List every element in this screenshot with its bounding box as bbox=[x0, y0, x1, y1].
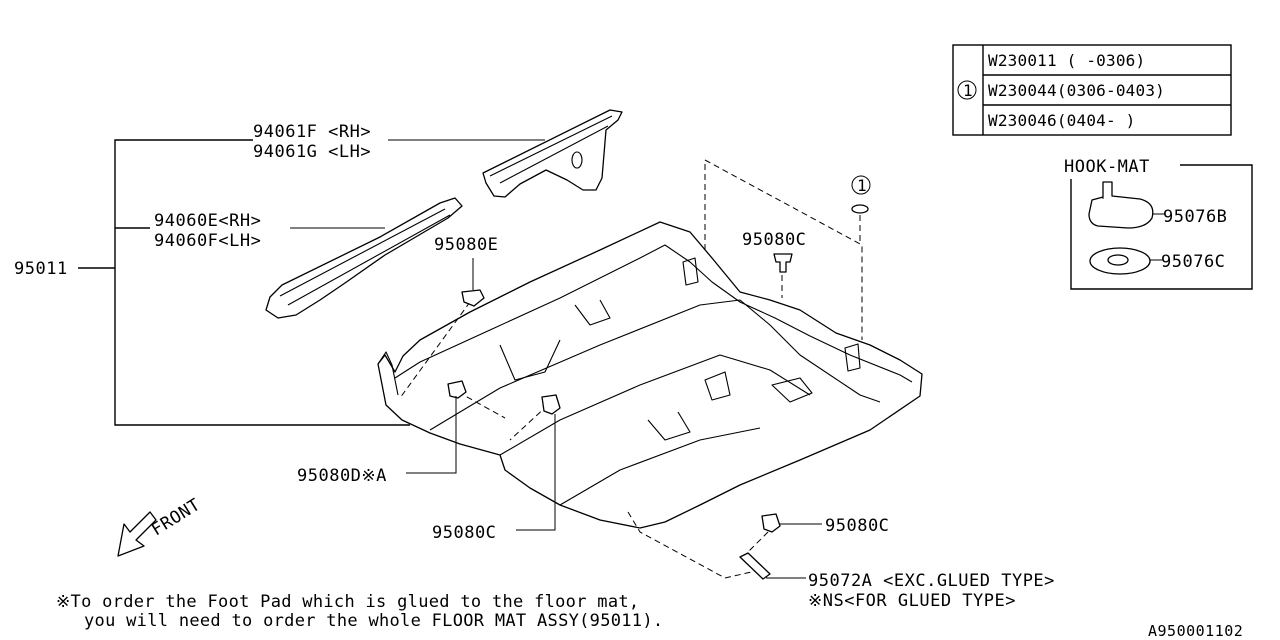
floor-mat-tunnel-ridge bbox=[429, 299, 881, 431]
label-95072a: 95072A <EXC.GLUED TYPE> bbox=[808, 571, 1055, 591]
table-row-3: W230046(0404- ) bbox=[988, 111, 1136, 130]
table-marker: 1 bbox=[963, 81, 973, 100]
trim-94060-edge bbox=[279, 208, 451, 306]
floor-mat-footwells bbox=[499, 299, 691, 441]
leader-95080d bbox=[406, 396, 457, 474]
floor-marker-circle bbox=[851, 175, 871, 195]
front-arrow-icon bbox=[117, 511, 157, 557]
table-marker-circle bbox=[957, 80, 977, 100]
table-frame bbox=[952, 44, 1232, 136]
revision-table: 1 W230011 ( -0306) W230044(0306-0403) W2… bbox=[952, 44, 1232, 136]
hook-mat-frame bbox=[1070, 164, 1253, 290]
dashed-hook-area bbox=[704, 159, 863, 340]
label-95011: 95011 bbox=[14, 259, 68, 279]
label-95080c-top: 95080C bbox=[742, 230, 806, 250]
label-95076c: 95076C bbox=[1161, 252, 1225, 272]
trim-94061-hole bbox=[571, 151, 583, 169]
label-95076b: 95076B bbox=[1163, 207, 1227, 227]
table-row-2: W230044(0306-0403) bbox=[988, 81, 1165, 100]
floor-mat-inner-rim bbox=[394, 244, 913, 383]
floor-mat-rear-contours bbox=[499, 354, 811, 506]
pad-95072a bbox=[739, 552, 771, 580]
clip-95080c-low bbox=[761, 513, 781, 533]
hook-mat-box: HOOK-MAT 95076B 95076C bbox=[1064, 157, 1253, 290]
leader-95080c-mid bbox=[516, 414, 556, 531]
clip-95080c-mid bbox=[541, 394, 561, 415]
dashed-95080c-low bbox=[747, 531, 769, 553]
label-94060e: 94060E<RH> bbox=[154, 211, 261, 231]
clip-95080c-top bbox=[773, 253, 793, 273]
trim-94061-edge bbox=[489, 115, 613, 184]
hook-mat-title: HOOK-MAT bbox=[1064, 157, 1150, 177]
label-94061f: 94061F <RH> bbox=[253, 122, 371, 142]
note-line-2: you will need to order the whole FLOOR M… bbox=[84, 611, 663, 631]
dashed-95080d bbox=[457, 391, 506, 419]
floor-mat-assembly bbox=[377, 221, 923, 529]
label-94061g: 94061G <LH> bbox=[253, 142, 371, 162]
front-indicator: FRONT bbox=[117, 495, 204, 557]
trim-94060: 94060E<RH> 94060F<LH> bbox=[154, 197, 463, 319]
floor-mat-side-flap bbox=[377, 351, 399, 396]
clip-95080d bbox=[447, 380, 467, 399]
assy-bracket: 95011 bbox=[14, 139, 410, 426]
floor-marker: 1 bbox=[857, 176, 867, 195]
trim-94061-shape bbox=[482, 109, 623, 198]
floor-mat-foot-pads bbox=[704, 371, 813, 403]
dashed-95080c-mid bbox=[509, 404, 549, 441]
label-95080e: 95080E bbox=[434, 235, 498, 255]
clip-95080e bbox=[461, 289, 485, 307]
floor-mat-hook-tabs bbox=[682, 257, 861, 372]
note-line-1: ※To order the Foot Pad which is glued to… bbox=[56, 592, 639, 612]
label-95080c-mid: 95080C bbox=[432, 523, 496, 543]
washer-hole bbox=[1107, 254, 1129, 266]
label-95080d: 95080D※A bbox=[297, 466, 387, 486]
hook-part-95076b bbox=[1088, 181, 1154, 229]
table-row-1: W230011 ( -0306) bbox=[988, 51, 1145, 70]
trim-94061: 94061F <RH> 94061G <LH> bbox=[253, 109, 623, 198]
floor-mat-outline bbox=[377, 221, 923, 529]
reference-code: A950001102 bbox=[1148, 622, 1243, 640]
hook-mat-part-marker bbox=[851, 204, 869, 214]
label-95080c-low: 95080C bbox=[825, 516, 889, 536]
front-label: FRONT bbox=[148, 495, 204, 540]
footnote: ※To order the Foot Pad which is glued to… bbox=[56, 592, 663, 631]
clips: 95080E 95080C 1 95080D※A 95080C 95080C 9… bbox=[297, 175, 1055, 611]
trim-94060-shape bbox=[265, 197, 463, 319]
label-94060f: 94060F<LH> bbox=[154, 231, 261, 251]
label-ns: ※NS<FOR GLUED TYPE> bbox=[808, 591, 1016, 611]
bracket-line bbox=[114, 139, 410, 426]
dashed-95072a bbox=[627, 511, 761, 579]
